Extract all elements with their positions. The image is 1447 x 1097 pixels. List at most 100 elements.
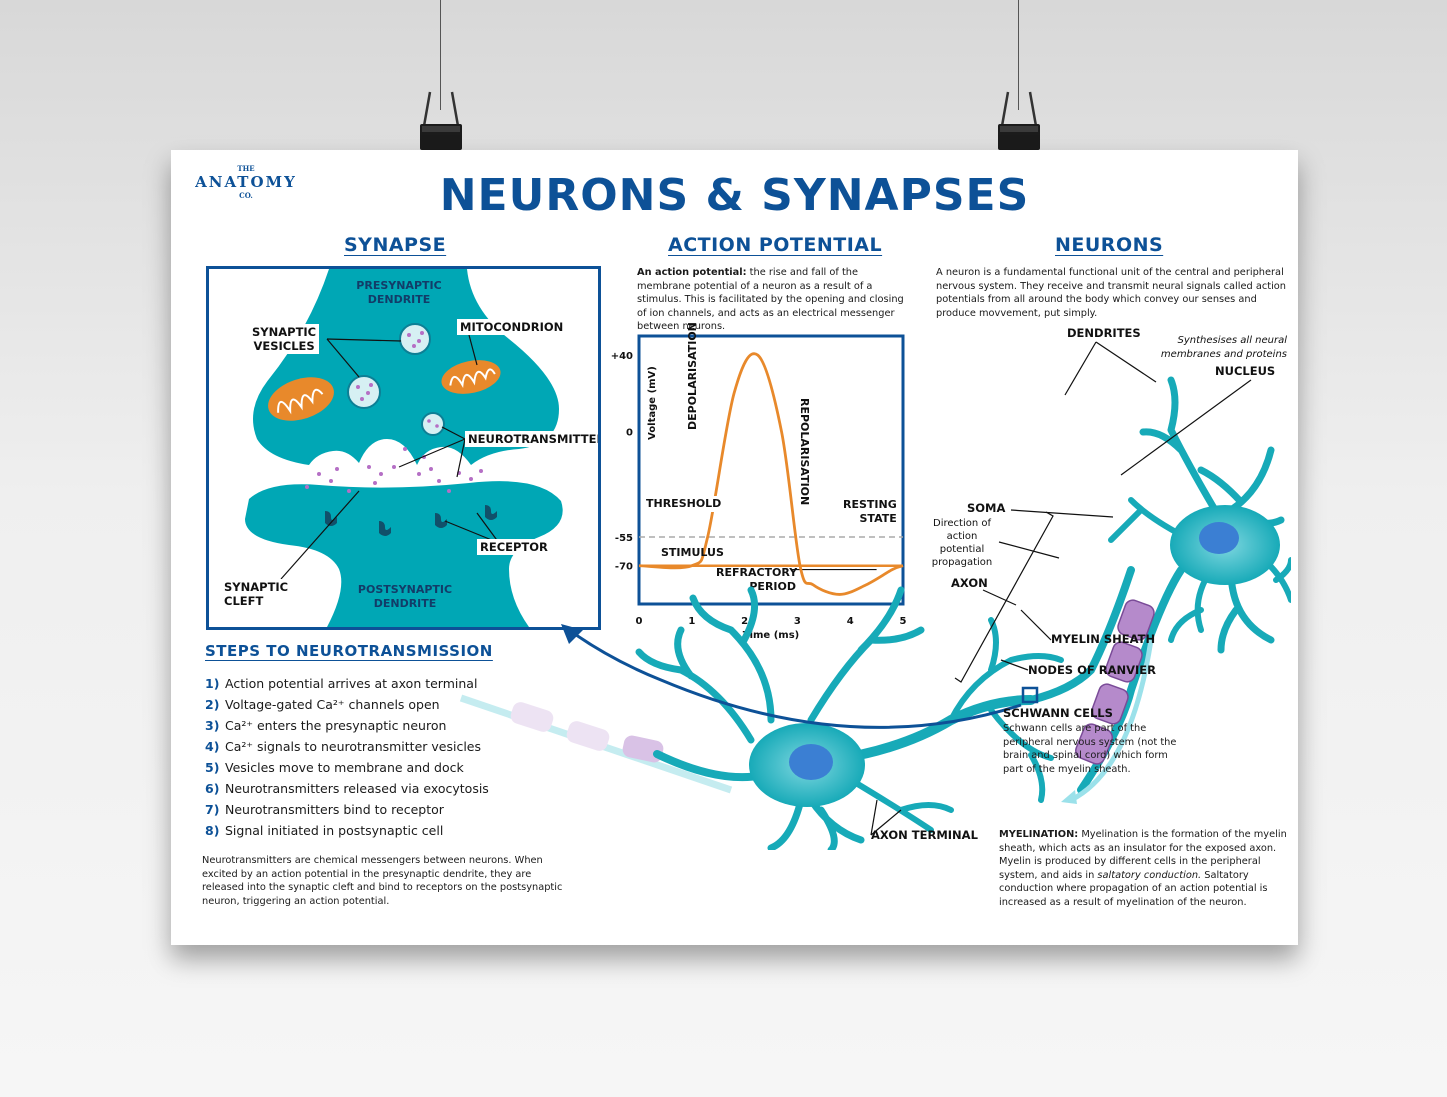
vesicle-3 (421, 412, 445, 436)
faded-axon (459, 694, 733, 794)
myelin-sheath (1075, 599, 1155, 765)
x-tick-label: 0 (636, 616, 643, 627)
schwann-cells-label: SCHWANN CELLS (1003, 706, 1113, 720)
dendrites-label: DENDRITES (1067, 326, 1141, 340)
step-number: 4) (205, 739, 220, 754)
y-tick-label: +40 (611, 351, 633, 362)
step-item: 8) Signal initiated in postsynaptic cell (205, 820, 489, 841)
synapse-panel: PRESYNAPTIC DENDRITE SYNAPTIC VESICLES M… (206, 266, 601, 630)
x-tick-label: 1 (688, 616, 695, 627)
refractory-period-label: REFRACTORY PERIOD (716, 566, 798, 593)
synthesises-note: Synthesises all neural membranes and pro… (1160, 335, 1287, 360)
step-text: Ca²⁺ signals to neurotransmitter vesicle… (225, 739, 482, 754)
poster: THE ANATOMY CO. NEURONS & SYNAPSES SYNAP… (171, 150, 1298, 945)
vesicle-1 (399, 323, 431, 355)
logo-top: THE (237, 164, 255, 173)
zoom-arrow (561, 624, 1022, 729)
neurotransmitter-dots (305, 447, 483, 493)
receptor-label: RECEPTOR (477, 539, 551, 555)
receptors (325, 505, 497, 536)
neurons-intro: A neuron is a fundamental functional uni… (936, 267, 1286, 319)
step-number: 2) (205, 697, 220, 712)
myelination-text: MYELINATION: Myelination is the formatio… (999, 828, 1289, 909)
threshold-label: THRESHOLD (643, 496, 725, 512)
action-potential-heading: ACTION POTENTIAL (668, 234, 883, 256)
resting-state-label: RESTING STATE (843, 498, 897, 525)
step-item: 3) Ca²⁺ enters the presynaptic neuron (205, 715, 489, 736)
mitocondrion-label: MITOCONDRION (457, 319, 567, 335)
y-tick-label: -55 (615, 533, 633, 544)
synaptic-vesicles-label: SYNAPTIC VESICLES (249, 324, 320, 354)
myelination-body: Myelination is the formation of the myel… (999, 829, 1287, 881)
step-text: Action potential arrives at axon termina… (225, 676, 478, 691)
step-item: 1) Action potential arrives at axon termi… (205, 673, 489, 694)
step-number: 8) (205, 823, 220, 838)
step-number: 1) (205, 676, 220, 691)
steps-heading: STEPS TO NEUROTRANSMISSION (205, 642, 493, 660)
upper-nucleus (1199, 522, 1239, 554)
step-text: Ca²⁺ enters the presynaptic neuron (225, 718, 447, 733)
step-number: 3) (205, 718, 220, 733)
lower-nucleus (789, 744, 833, 780)
myelination-italic: saltatory conduction. (1097, 869, 1202, 881)
myelination-body-2: Saltatory conduction where propagation o… (999, 869, 1268, 908)
propagation-arrow (1069, 639, 1154, 803)
action-potential-curve (638, 352, 904, 596)
hanging-string-right (1018, 0, 1019, 110)
soma-label: SOMA (967, 501, 1006, 515)
y-axis-label: Voltage (mV) (647, 366, 658, 440)
propagation-arrowhead (1061, 790, 1077, 804)
step-item: 7) Neurotransmitters bind to receptor (205, 799, 489, 820)
chart-frame (637, 334, 905, 606)
logo-bottom: CO. (239, 191, 253, 200)
neurotransmitters-label: NEUROTRANSMITTERS (465, 431, 598, 447)
axon-terminal-box-icon (1021, 686, 1039, 704)
vesicle-2 (347, 375, 381, 409)
axon-terminal-label: AXON TERMINAL (871, 828, 978, 842)
step-text: Neurotransmitters released via exocytosi… (225, 781, 489, 796)
step-text: Vesicles move to membrane and dock (225, 760, 464, 775)
x-tick-label: 2 (741, 616, 748, 627)
upper-neuron (1077, 376, 1291, 794)
x-tick-label: 3 (794, 616, 801, 627)
nucleus-label: NUCLEUS (1215, 364, 1276, 378)
myelination-bold: MYELINATION: (999, 829, 1079, 840)
step-item: 2) Voltage-gated Ca²⁺ channels open (205, 694, 489, 715)
mitochondrion-right (441, 360, 501, 394)
postsynaptic-dendrite-label: POSTSYNAPTIC DENDRITE (357, 583, 453, 610)
synapse-illustration (245, 269, 563, 627)
action-potential-intro: An action potential: the rise and fall o… (637, 266, 909, 334)
neuron-illustration (459, 376, 1291, 850)
action-potential-intro-text: the rise and fall of the membrane potent… (637, 267, 904, 332)
step-text: Signal initiated in postsynaptic cell (225, 823, 444, 838)
direction-note: Direction of action potential propagatio… (931, 518, 993, 568)
action-potential-intro-bold: An action potential: (637, 267, 747, 278)
presynaptic-dendrite-label: PRESYNAPTIC DENDRITE (356, 279, 442, 306)
x-axis-label: Time (ms) (743, 630, 799, 640)
anatomy-co-logo: THE ANATOMY CO. (191, 164, 301, 200)
step-text: Voltage-gated Ca²⁺ channels open (225, 697, 440, 712)
axon-label: AXON (951, 576, 988, 590)
step-text: Neurotransmitters bind to receptor (225, 802, 444, 817)
steps-list: 1) Action potential arrives at axon termi… (205, 673, 489, 841)
step-number: 5) (205, 760, 220, 775)
synaptic-cleft-label: SYNAPTIC CLEFT (221, 579, 292, 609)
page-title: NEURONS & SYNAPSES (439, 170, 1030, 221)
step-number: 7) (205, 802, 220, 817)
step-item: 6) Neurotransmitters released via exocyto… (205, 778, 489, 799)
binder-clip-left-icon (420, 91, 462, 150)
step-number: 6) (205, 781, 220, 796)
step-item: 5) Vesicles move to membrane and dock (205, 757, 489, 778)
x-tick-label: 5 (900, 616, 907, 627)
presynaptic-terminal (253, 269, 559, 465)
steps-footnote: Neurotransmitters are chemical messenger… (202, 855, 563, 907)
y-tick-label: 0 (626, 428, 633, 439)
myelin-segment-a (622, 735, 664, 763)
neurons-heading: NEURONS (1055, 234, 1164, 256)
hanging-string-left (440, 0, 441, 110)
y-tick-label: -70 (615, 562, 633, 573)
binder-clip-right-icon (998, 91, 1040, 150)
logo-name: ANATOMY (195, 173, 297, 191)
